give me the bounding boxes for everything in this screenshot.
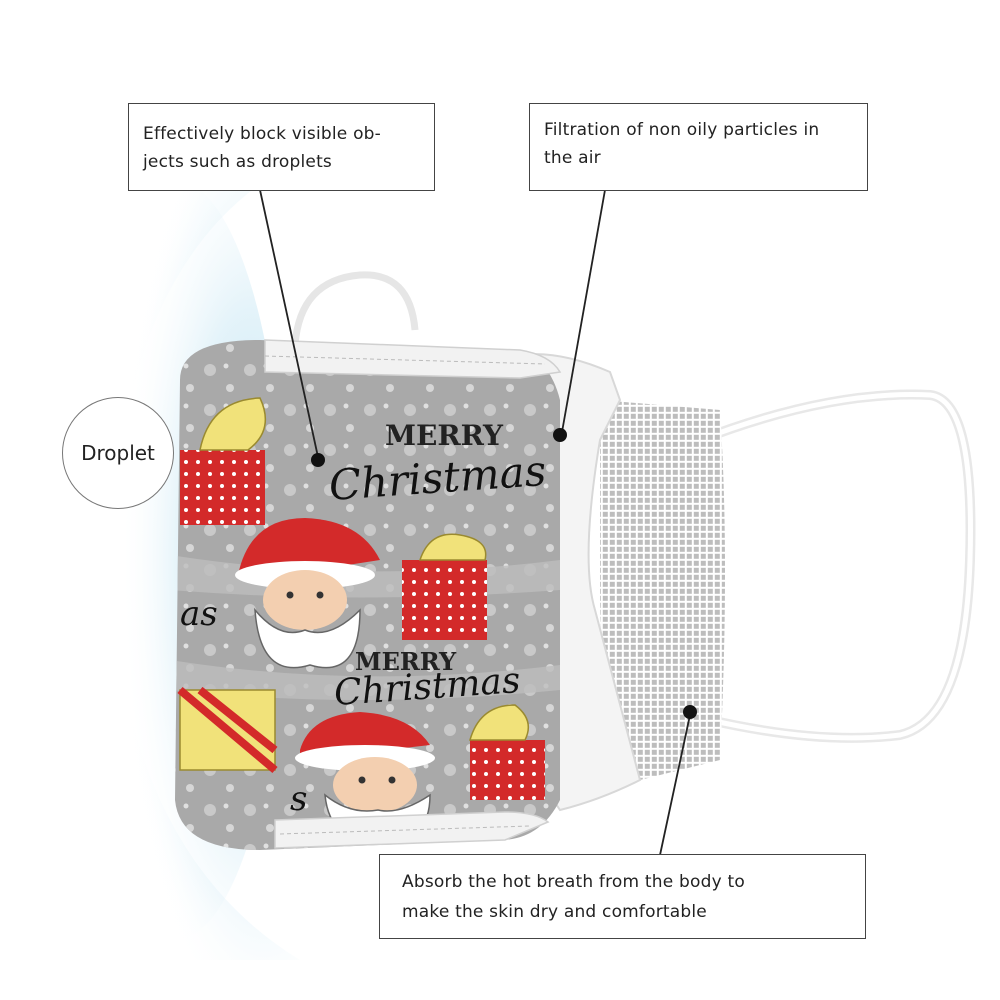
gift-box-1-icon xyxy=(180,397,267,525)
droplet-label-circle: Droplet xyxy=(62,397,174,509)
mask-print-merry-1: MERRY xyxy=(385,419,504,452)
mask-top-binding xyxy=(264,339,562,379)
callout-block-droplets: Effectively block visible ob- jects such… xyxy=(128,103,435,191)
ear-loop-right xyxy=(698,389,976,743)
gift-box-3-icon xyxy=(177,686,278,774)
gift-box-4-icon xyxy=(469,704,545,800)
gift-box-2-icon xyxy=(402,533,487,640)
mesh-layer xyxy=(600,400,725,780)
callout-absorb-breath: Absorb the hot breath from the body to m… xyxy=(379,854,866,939)
callout-filtration: Filtration of non oily particles in the … xyxy=(529,103,868,191)
ear-loop-left xyxy=(291,271,419,346)
leader-dot-filtration xyxy=(553,428,567,442)
santa-face-1-icon xyxy=(235,518,380,669)
printed-outer-layer: MERRY Christmas MERRY Christmas as s xyxy=(175,340,560,850)
mask-bottom-binding xyxy=(274,811,550,849)
droplet-label: Droplet xyxy=(81,441,155,465)
mask-print-merry-2: MERRY xyxy=(355,647,457,676)
mask-print-fragment-1: as xyxy=(180,594,218,634)
leader-line-droplets xyxy=(259,189,319,458)
leader-dot-absorb xyxy=(683,705,697,719)
leader-line-absorb xyxy=(659,714,691,856)
leader-dot-droplets xyxy=(311,453,325,467)
mask-print-fragment-2: s xyxy=(290,779,307,819)
leader-line-filtration xyxy=(561,189,606,433)
